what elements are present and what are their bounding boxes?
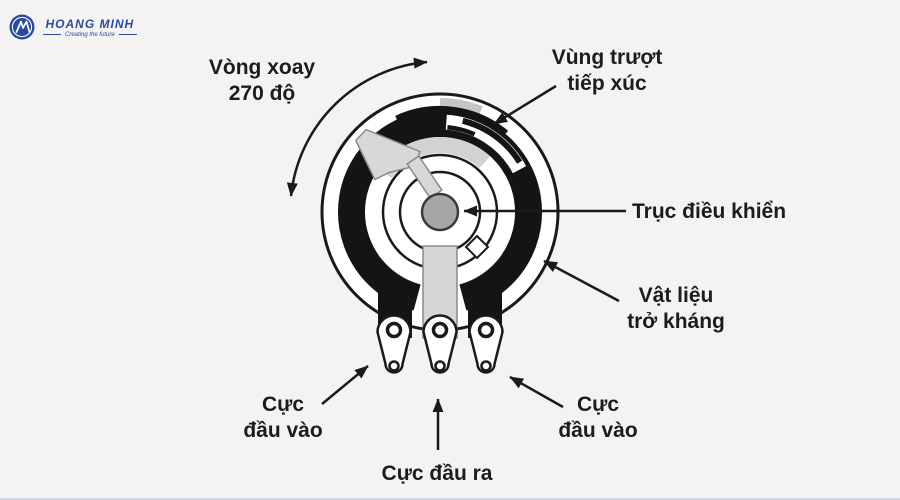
brand-tagline-text: Creating the future: [65, 31, 115, 38]
label-input-right-line2: đầu vào: [558, 419, 638, 442]
leader-resistive-arrow: [543, 259, 620, 303]
bottom-divider: [0, 498, 900, 500]
terminal-lug-right: [468, 314, 504, 374]
label-output: Cực đầu ra: [381, 462, 493, 485]
contact-channel: [445, 114, 527, 174]
label-contact-line2: tiếp xúc: [567, 72, 647, 95]
label-contact-line1: Vùng trượt: [551, 46, 663, 69]
label-input-left: Cực đầu vào: [203, 392, 363, 444]
terminal-lug-left: [376, 314, 412, 374]
rotation-arc-arrow: [286, 57, 428, 197]
label-shaft: Trục điều khiển: [632, 200, 787, 223]
label-input-left-line1: Cực: [261, 393, 305, 416]
label-resistive: Vật liệu trở kháng: [596, 283, 756, 335]
sliding-zone-outer-arc: [439, 98, 483, 114]
label-input-right: Cực đầu vào: [518, 392, 678, 444]
terminal-lug-center: [422, 314, 458, 374]
leader-contact-arrow: [493, 84, 557, 126]
brand-logo-icon: [9, 14, 35, 40]
brand-tagline: Creating the future: [43, 32, 137, 38]
label-rotation-line2: 270 độ: [228, 82, 296, 105]
resistive-track-ring: [338, 110, 542, 311]
tagline-dash-right: [118, 34, 137, 35]
leader-input-left-arrow: [321, 365, 369, 405]
tagline-dash-left: [43, 34, 61, 35]
label-rotation: Vòng xoay 270 độ: [182, 55, 342, 107]
leader-input-right-arrow: [509, 375, 564, 409]
label-contact: Vùng trượt tiếp xúc: [527, 45, 687, 97]
label-resistive-line2: trở kháng: [627, 310, 725, 333]
control-shaft: [420, 192, 460, 232]
label-rotation-line1: Vòng xoay: [208, 56, 316, 79]
brand-name: HOANG MINH: [45, 16, 135, 31]
label-resistive-line1: Vật liệu: [638, 284, 714, 307]
wiper-contact-plate: [464, 234, 490, 260]
label-input-right-line1: Cực: [576, 393, 620, 416]
contact-strip: [461, 117, 523, 164]
label-input-left-line2: đầu vào: [243, 419, 323, 442]
contact-dash: [447, 125, 476, 137]
brand-logo: HOANG MINH Creating the future: [8, 13, 137, 41]
